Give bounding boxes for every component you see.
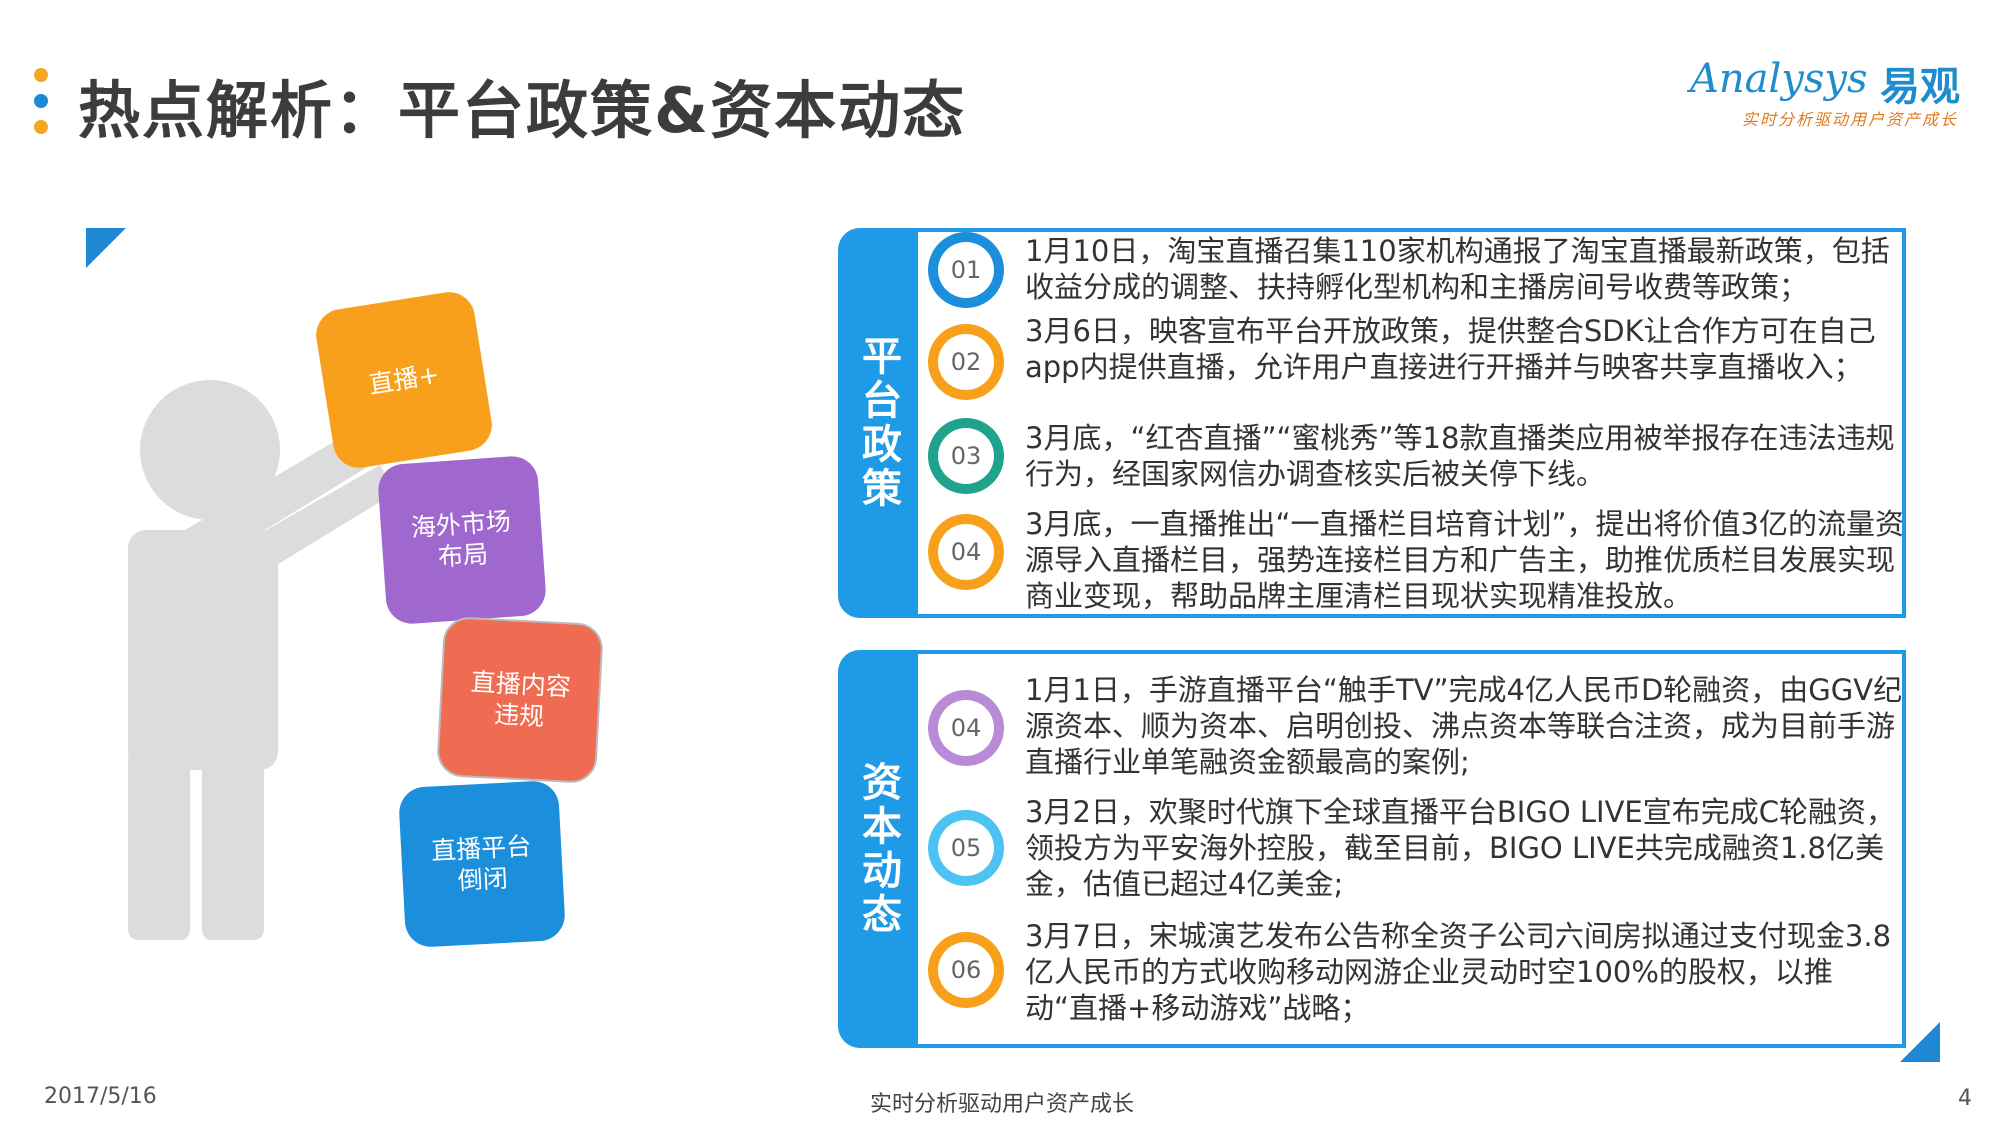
block-label: 直播内容 违规 [470, 667, 572, 732]
block-platform-closure: 直播平台 倒闭 [397, 779, 567, 949]
block-label: 直播平台 倒闭 [430, 831, 532, 896]
number-label: 02 [938, 334, 994, 390]
policy-item-1: 1月10日，淘宝直播召集110家机构通报了淘宝直播最新政策，包括收益分成的调整、… [1025, 234, 1890, 304]
policy-tab: 平台政策 [838, 228, 918, 618]
title-dot-2 [34, 94, 48, 108]
corner-triangle-top-left [86, 228, 126, 268]
block-live-plus: 直播+ [312, 288, 496, 472]
logo-slogan: 实时分析驱动用户资产成长 [1741, 110, 1958, 129]
footer-slogan: 实时分析驱动用户资产成长 [870, 1092, 1135, 1117]
policy-number-circle-2: 02 [928, 324, 1004, 400]
capital-item-2: 3月2日，欢聚时代旗下全球直播平台BIGO LIVE宣布完成C轮融资，领投方为平… [1025, 795, 1895, 901]
capital-tab-label: 资本动态 [855, 761, 901, 937]
policy-item-3: 3月底，“红杏直播”“蜜桃秀”等18款直播类应用被举报存在违法违规行为，经国家网… [1025, 421, 1895, 491]
company-logo: Analysys 易观 实时分析驱动用户资产成长 [1690, 56, 1960, 136]
capital-item-1: 1月1日，手游直播平台“触手TV”完成4亿人民币D轮融资，由GGV纪源资本、顺为… [1025, 673, 1903, 779]
number-label: 05 [938, 820, 994, 876]
block-label: 海外市场 布局 [409, 506, 512, 572]
logo-wordmark: Analysys [1690, 56, 1868, 102]
policy-tab-label: 平台政策 [855, 335, 901, 511]
policy-item-2: 3月6日，映客宣布平台开放政策，提供整合SDK让合作方可在自己app内提供直播，… [1025, 314, 1876, 384]
block-content-violation: 直播内容 违规 [435, 615, 605, 785]
policy-panel [914, 228, 1906, 618]
capital-item-3: 3月7日，宋城演艺发布公告称全资子公司六间房拟通过支付现金3.8亿人民币的方式收… [1025, 919, 1892, 1025]
number-label: 01 [938, 242, 994, 298]
number-label: 04 [938, 524, 994, 580]
block-overseas-market: 海外市场 布局 [376, 454, 548, 626]
policy-item-4: 3月底，一直播推出“一直播栏目培育计划”，提出将价值3亿的流量资源导入直播栏目，… [1025, 507, 1904, 613]
capital-number-circle-2: 05 [928, 810, 1004, 886]
capital-number-circle-3: 06 [928, 932, 1004, 1008]
block-label: 直播+ [366, 360, 442, 400]
capital-panel [914, 650, 1906, 1048]
person-pushing-blocks-illustration [128, 380, 396, 940]
capital-number-circle-1: 04 [928, 690, 1004, 766]
number-label: 06 [938, 942, 994, 998]
capital-tab: 资本动态 [838, 650, 918, 1048]
title-dot-3 [34, 120, 48, 134]
page-title: 热点解析：平台政策&资本动态 [78, 74, 967, 147]
footer-date: 2017/5/16 [44, 1084, 157, 1109]
number-label: 04 [938, 700, 994, 756]
policy-number-circle-1: 01 [928, 232, 1004, 308]
policy-number-circle-4: 04 [928, 514, 1004, 590]
policy-number-circle-3: 03 [928, 418, 1004, 494]
page-number: 4 [1958, 1086, 1972, 1111]
number-label: 03 [938, 428, 994, 484]
title-dot-1 [34, 68, 48, 82]
corner-triangle-bottom-right [1900, 1022, 1940, 1062]
logo-chinese: 易观 [1880, 64, 1960, 110]
title-dots [34, 68, 48, 134]
